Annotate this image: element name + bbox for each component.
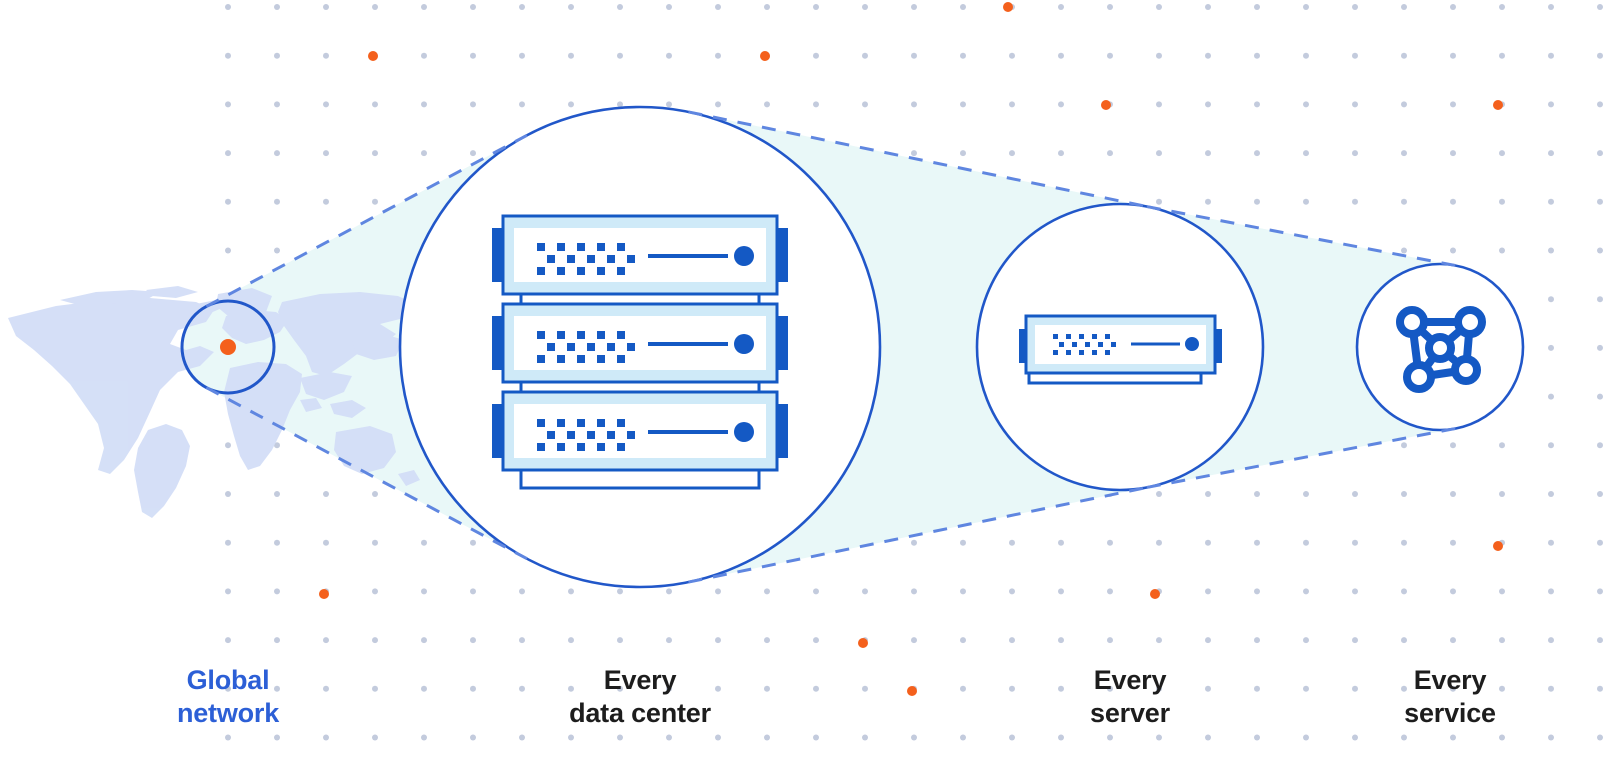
server-unit [492,302,788,384]
map-location-pin-icon [220,339,236,355]
node-label-global-network: Global network [176,665,280,728]
cone-dashed-edge [1146,205,1456,267]
cone-dashed-edge [205,133,528,308]
single-server-icon [1019,314,1222,385]
zoom-circle-global-network [180,299,276,395]
zoom-cone-dashed-edges [205,110,1456,584]
server-unit [492,214,788,296]
cone-dashed-edge [688,485,1150,584]
node-label-every-data-center: Every data center [569,665,711,728]
server-rack-icon [492,214,788,490]
background-accent-dots [319,2,1503,696]
cone-dashed-edge [1146,427,1456,489]
server-unit [492,390,788,472]
node-label-every-server: Every server [1090,665,1170,728]
cone-dashed-edge [205,386,528,561]
network-mesh-icon [1396,306,1486,393]
node-label-every-service: Every service [1404,665,1496,728]
cone-dashed-edge [688,110,1150,209]
